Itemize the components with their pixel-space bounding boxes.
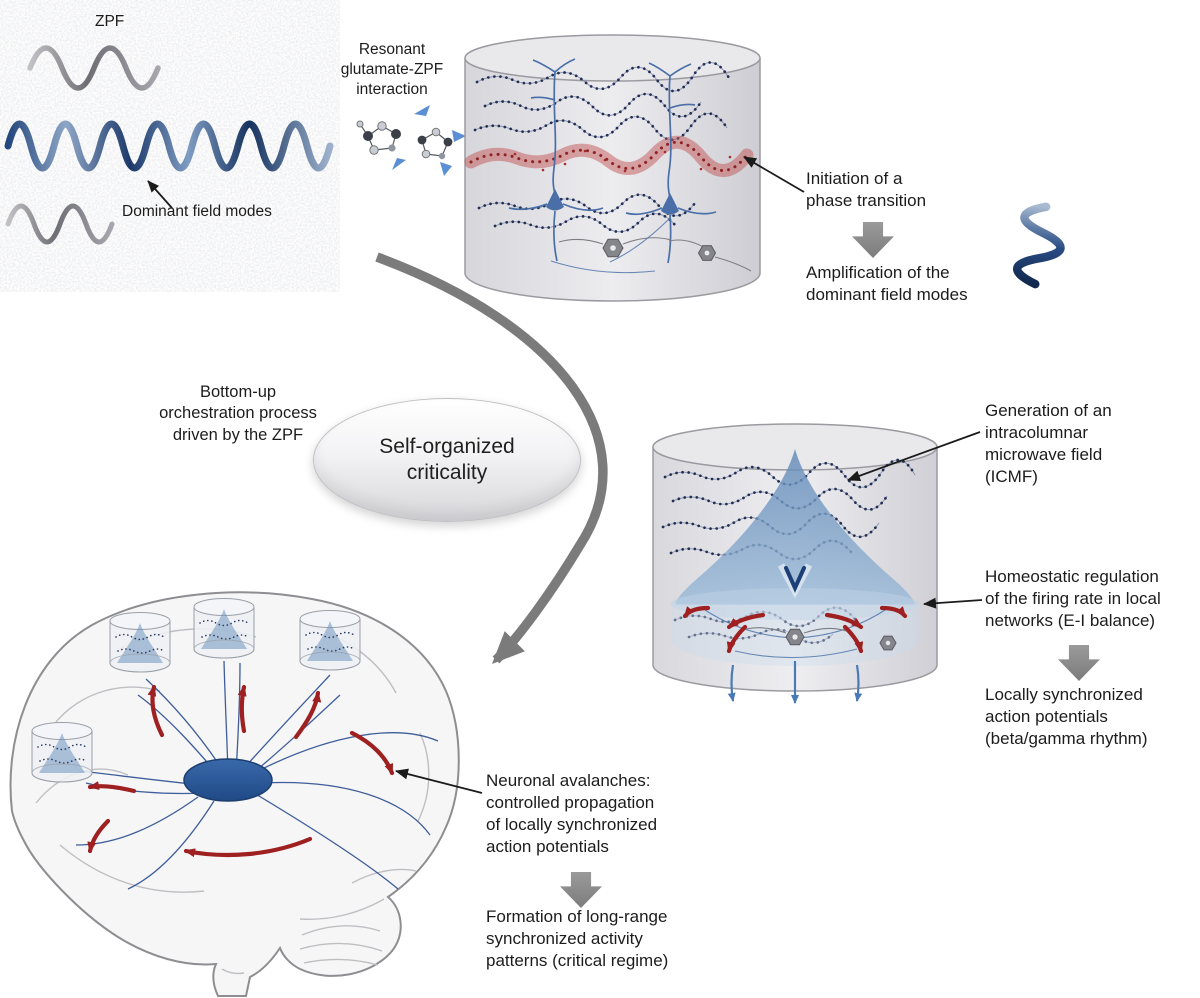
resonance-arrows	[392, 105, 466, 176]
molecule-left	[356, 120, 401, 155]
mini-column-1	[109, 611, 171, 673]
zpf-small-wave-bottom	[5, 203, 115, 245]
top-cortical-column	[464, 34, 761, 302]
avalanche-red-arrows	[87, 684, 395, 858]
down-arrow-icon	[852, 222, 894, 258]
central-hub	[183, 758, 273, 802]
mini-column-4	[31, 721, 93, 783]
soc-ellipse: Self-organized criticality	[313, 398, 581, 522]
pyramidal-neuron-2	[625, 62, 717, 264]
molecule-right	[417, 127, 453, 160]
amplification-label: Amplification of the dominant field mode…	[806, 263, 968, 305]
glutamate-molecules	[356, 105, 466, 176]
bottom-up-label: Bottom-up orchestration process driven b…	[159, 383, 317, 444]
mini-column-3	[299, 609, 361, 671]
bottom-cortical-column	[652, 423, 938, 704]
soc-label: Self-organized criticality	[379, 434, 515, 484]
down-arrow-icon	[1058, 645, 1100, 681]
dendrite-squiggles	[473, 61, 731, 234]
icmf-cone	[675, 449, 915, 605]
homeostatic-label: Homeostatic regulation of the firing rat…	[985, 567, 1161, 631]
cylinder-body	[464, 58, 761, 302]
brain-illustration	[9, 591, 460, 997]
interneurons	[550, 217, 752, 274]
center-chevron	[784, 566, 806, 593]
locally-synchronized-label: Locally synchronized action potentials (…	[985, 685, 1148, 749]
dominant-mode-wave	[4, 120, 334, 172]
cylinder-top	[464, 34, 761, 82]
mini-column-2	[193, 597, 255, 659]
zpf-label: ZPF	[95, 13, 125, 30]
icmf-label: Generation of an intracolumnar microwave…	[985, 401, 1112, 487]
field-band	[671, 588, 919, 620]
avalanches-label: Neuronal avalanches: controlled propagat…	[486, 771, 658, 857]
formation-label: Formation of long-range synchronized act…	[486, 907, 669, 971]
interneurons	[745, 627, 897, 651]
dominant-modes-pointer-arrow	[147, 180, 173, 209]
dominant-field-modes-label: Dominant field modes	[122, 203, 272, 220]
phase-transition-band	[464, 135, 754, 177]
zpf-field-panel	[2, 2, 336, 288]
zpf-small-wave-top	[27, 45, 161, 91]
output-spike-arrows	[727, 661, 863, 704]
resonant-interaction-label: Resonant glutamate-ZPF interaction	[340, 41, 444, 99]
homeostatic-red-arrows	[682, 605, 908, 654]
down-arrow-icon	[560, 872, 602, 908]
amplified-wave-icon	[1013, 202, 1065, 289]
initiation-label: Initiation of a phase transition	[806, 169, 927, 211]
